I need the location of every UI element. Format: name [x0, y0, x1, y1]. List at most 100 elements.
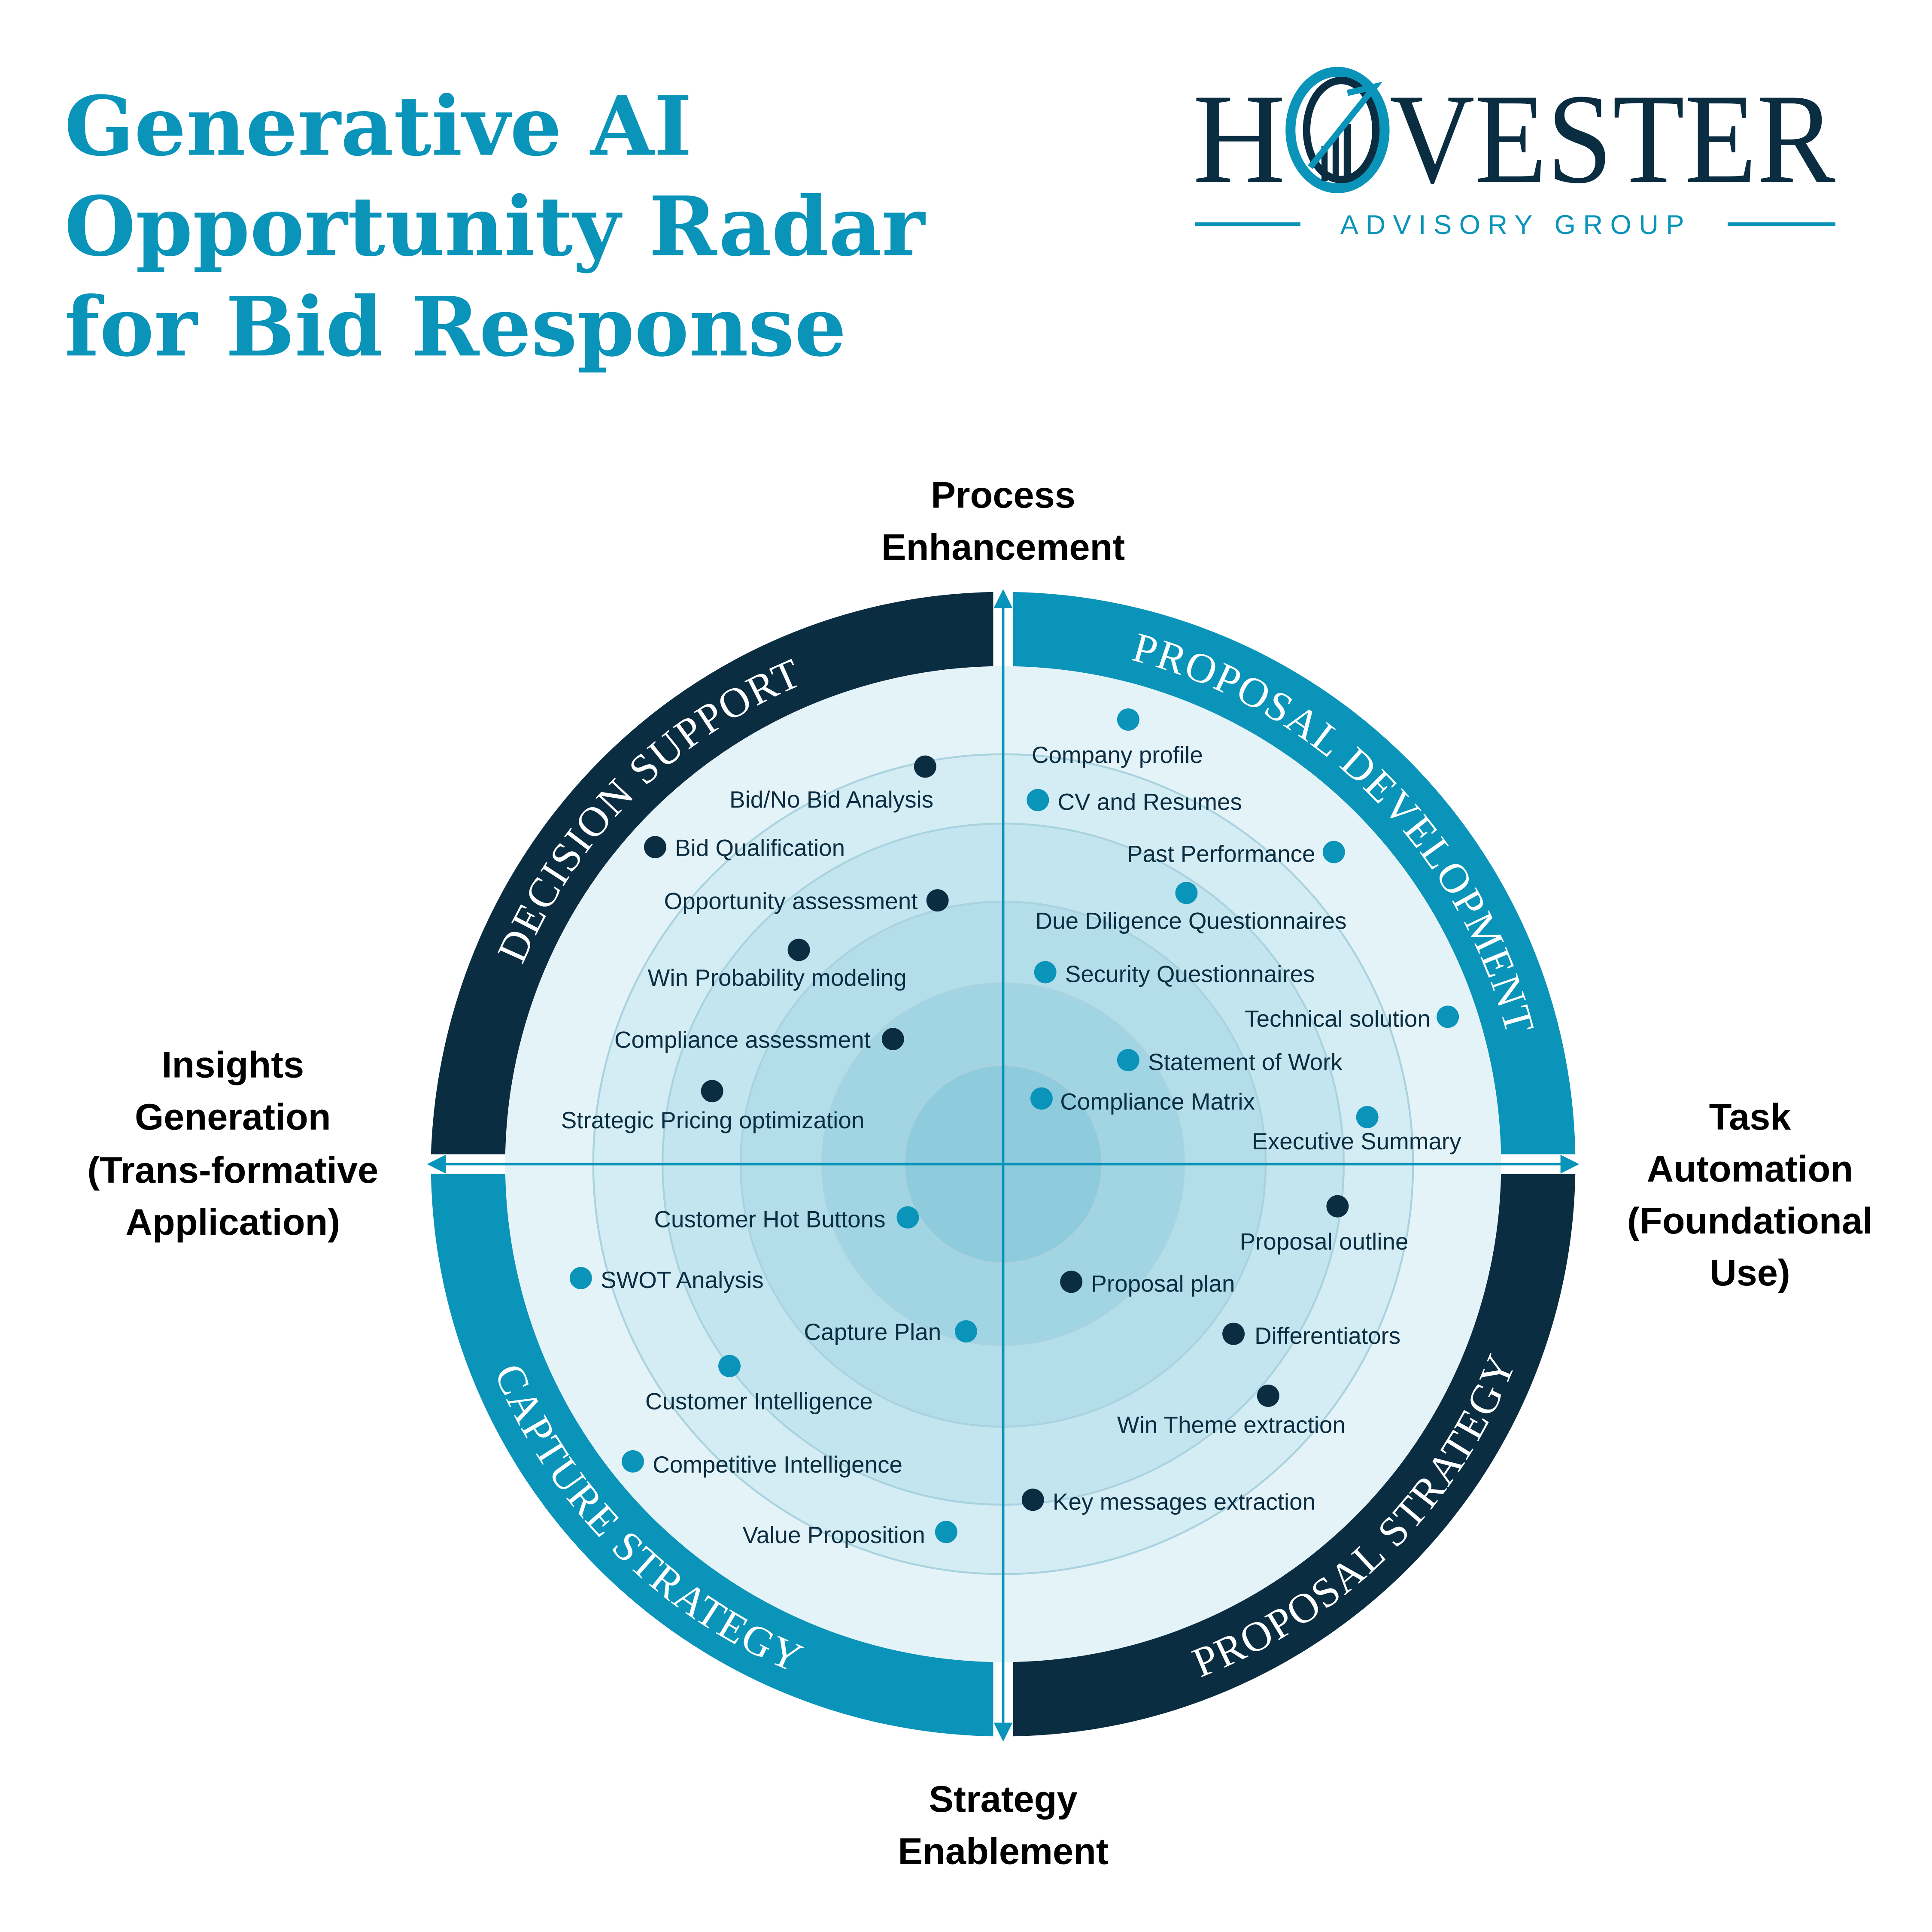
- radar-item-label: Proposal outline: [1240, 1228, 1409, 1255]
- radar-item: Due Diligence Questionnaires: [1036, 881, 1347, 934]
- radar-item-dot: [718, 1355, 741, 1377]
- radar-item: SWOT Analysis: [569, 1267, 764, 1293]
- radar-item-label: Customer Intelligence: [645, 1388, 873, 1415]
- radar-item-label: Bid/No Bid Analysis: [729, 786, 933, 813]
- axis-title-line: Task: [1709, 1097, 1792, 1138]
- axis-title-line: Insights: [161, 1045, 304, 1086]
- arrow-right-icon: [1560, 1154, 1580, 1174]
- radar-item: Proposal outline: [1240, 1195, 1409, 1255]
- radar-item: Bid Qualification: [644, 834, 845, 861]
- radar-item-label: Win Theme extraction: [1117, 1412, 1346, 1438]
- radar-item-dot: [1117, 1049, 1139, 1072]
- radar-item-dot: [1437, 1005, 1459, 1028]
- axis-title-line: Automation: [1647, 1148, 1853, 1190]
- hovester-logo: H VESTER ADVISORY GROUP: [1193, 67, 1836, 240]
- radar-item-dot: [1222, 1322, 1245, 1345]
- page-title: Generative AI Opportunity Radar for Bid …: [64, 78, 926, 375]
- title-line: Opportunity Radar: [64, 178, 926, 274]
- radar-item-label: Differentiators: [1255, 1322, 1400, 1349]
- radar-item-dot: [935, 1521, 957, 1543]
- radar-item: Technical solution: [1245, 1005, 1459, 1032]
- radar-item-dot: [1322, 841, 1345, 863]
- radar-item-dot: [881, 1028, 904, 1051]
- radar: DECISION SUPPORT PROPOSAL DEVELOPMENT CA…: [427, 589, 1580, 1742]
- title-line: for Bid Response: [64, 279, 846, 375]
- radar-item: Customer Intelligence: [645, 1355, 873, 1415]
- logo-letter-h: H: [1193, 67, 1286, 210]
- axis-title-line: Strategy: [929, 1779, 1077, 1820]
- radar-item: Strategic Pricing optimization: [561, 1080, 865, 1133]
- radar-item: Company profile: [1032, 708, 1203, 768]
- radar-item-dot: [1117, 708, 1139, 731]
- logo-subtitle: ADVISORY GROUP: [1340, 210, 1692, 240]
- radar-item: Win Theme extraction: [1117, 1385, 1346, 1438]
- radar-item-label: Compliance Matrix: [1060, 1088, 1255, 1115]
- radar-item-dot: [1030, 1087, 1053, 1110]
- radar-item-label: Key messages extraction: [1053, 1488, 1315, 1515]
- axis-title-right: Task Automation (Foundational Use): [1627, 1097, 1873, 1294]
- radar-item: Compliance Matrix: [1030, 1087, 1255, 1115]
- radar-item-label: Company profile: [1032, 741, 1203, 768]
- logo-chart-icon: [1285, 67, 1390, 193]
- axis-title-bottom: Strategy Enablement: [898, 1779, 1108, 1872]
- radar-item-dot: [1175, 881, 1198, 904]
- band-proposal-development: [1013, 592, 1576, 1154]
- radar-item: Differentiators: [1222, 1322, 1400, 1349]
- radar-item-label: Customer Hot Buttons: [654, 1206, 885, 1233]
- radar-item: Proposal plan: [1060, 1270, 1235, 1297]
- title-line: Generative AI: [64, 78, 692, 174]
- radar-item-dot: [569, 1267, 592, 1289]
- radar-item-dot: [1257, 1385, 1279, 1407]
- arrow-up-icon: [993, 589, 1013, 608]
- radar-item: Capture Plan: [804, 1318, 977, 1345]
- band-decision-support: [431, 592, 993, 1154]
- axis-title-top: Process Enhancement: [881, 475, 1125, 568]
- radar-item-dot: [896, 1206, 919, 1229]
- band-proposal-strategy: [1013, 1174, 1576, 1737]
- radar-item-dot: [622, 1450, 644, 1473]
- axis-title-line: Process: [931, 475, 1075, 516]
- radar-item-label: Technical solution: [1245, 1005, 1431, 1032]
- radar-item: Executive Summary: [1252, 1106, 1461, 1154]
- radar-item-label: Win Probability modeling: [648, 964, 907, 991]
- radar-item: Statement of Work: [1117, 1048, 1343, 1075]
- radar-item-label: Value Proposition: [742, 1522, 925, 1548]
- radar-item-label: Proposal plan: [1091, 1270, 1235, 1297]
- radar-item: CV and Resumes: [1027, 789, 1242, 815]
- radar-item-dot: [1027, 789, 1049, 811]
- radar-item-dot: [926, 889, 949, 912]
- radar-item-label: Bid Qualification: [675, 834, 845, 861]
- radar-item-dot: [1021, 1488, 1044, 1511]
- radar-item: Bid/No Bid Analysis: [729, 755, 936, 813]
- axis-title-line: Enablement: [898, 1831, 1108, 1872]
- radar-item-label: Compliance assessment: [614, 1026, 871, 1053]
- axis-title-line: (Foundational: [1627, 1200, 1873, 1242]
- band-capture-strategy: [431, 1174, 993, 1737]
- axis-title-line: Use): [1710, 1252, 1790, 1294]
- radar-item-label: Security Questionnaires: [1065, 961, 1315, 987]
- radar-item-label: CV and Resumes: [1057, 789, 1242, 815]
- axis-title-left: Insights Generation (Trans-formative App…: [87, 1045, 378, 1243]
- radar-item: Win Probability modeling: [648, 939, 907, 991]
- radar-item-label: Due Diligence Questionnaires: [1036, 907, 1347, 934]
- radar-item-dot: [787, 939, 810, 961]
- radar-item-label: Strategic Pricing optimization: [561, 1107, 865, 1133]
- radar-item-label: Opportunity assessment: [664, 887, 918, 914]
- radar-item: Key messages extraction: [1021, 1488, 1315, 1515]
- radar-item-dot: [1034, 961, 1057, 984]
- radar-item-dot: [644, 836, 666, 859]
- radar-item-label: Executive Summary: [1252, 1128, 1461, 1154]
- arrow-left-icon: [427, 1154, 446, 1174]
- radar-item: Opportunity assessment: [664, 887, 949, 914]
- radar-item-dot: [914, 755, 936, 778]
- radar-item: Competitive Intelligence: [622, 1450, 902, 1478]
- radar-item: Past Performance: [1127, 841, 1345, 867]
- radar-item-dot: [1356, 1106, 1379, 1128]
- radar-item-dot: [1060, 1270, 1083, 1293]
- radar-item-dot: [955, 1320, 977, 1343]
- arrow-down-icon: [993, 1722, 1013, 1742]
- radar-item-dot: [701, 1080, 723, 1103]
- radar-item: Security Questionnaires: [1034, 961, 1315, 987]
